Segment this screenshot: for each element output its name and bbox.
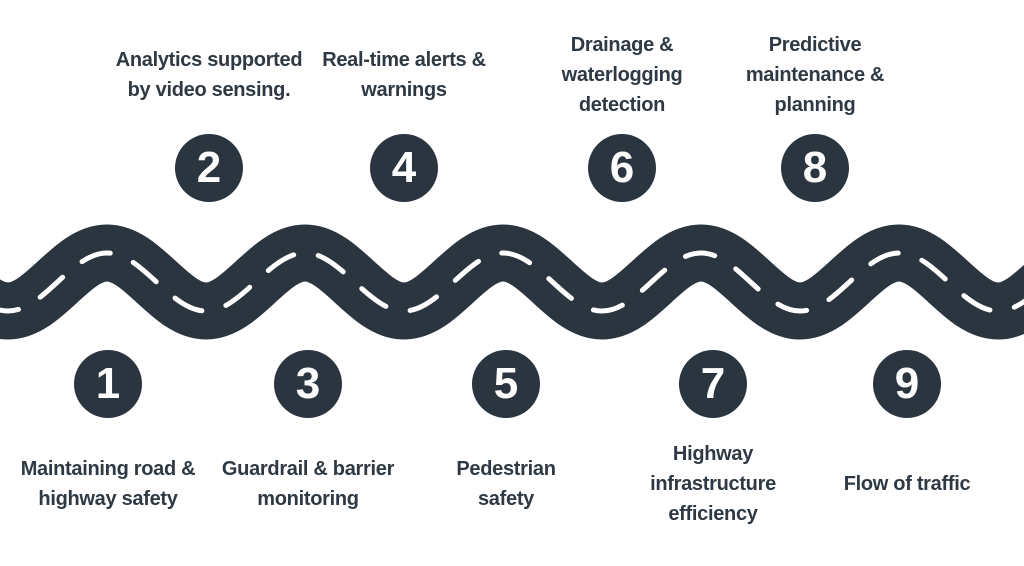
road-center-dashed-line (0, 250, 1024, 314)
